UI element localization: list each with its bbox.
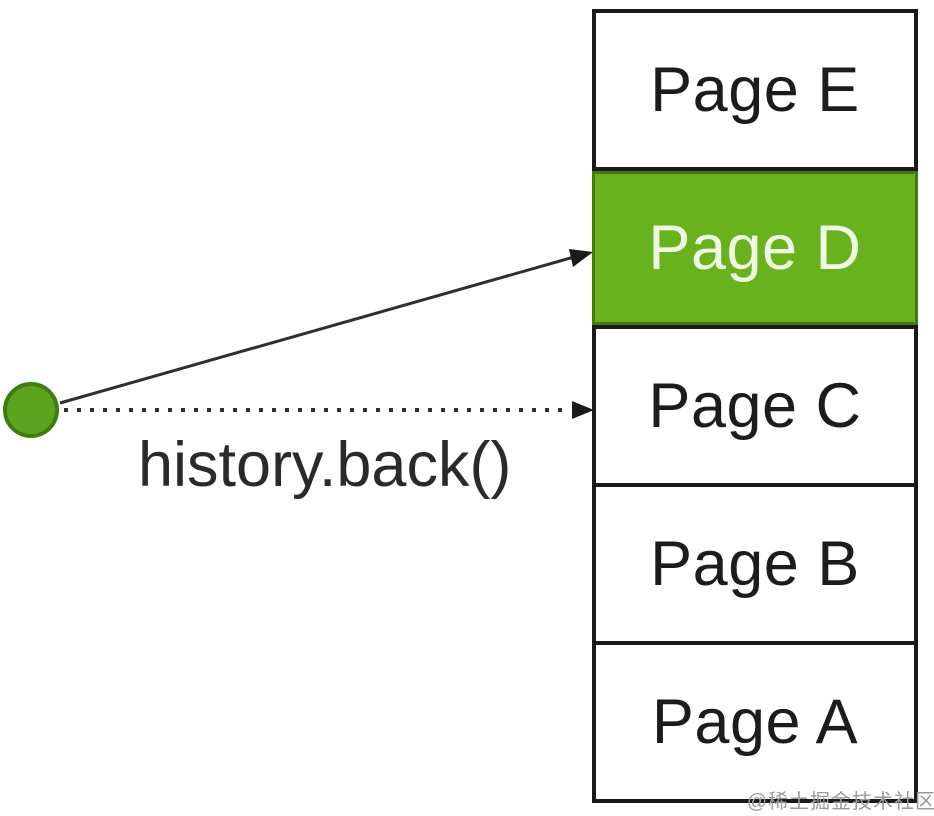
- stack-cell-page-e: Page E: [596, 13, 914, 167]
- watermark: @稀土掘金技术社区: [746, 791, 934, 813]
- page-label: Page E: [650, 54, 860, 125]
- page-label: Page D: [648, 212, 862, 283]
- current-position-dot-icon: [3, 382, 59, 438]
- history-back-label: history.back(): [138, 430, 512, 500]
- page-label: Page A: [651, 686, 859, 757]
- stack-cell-page-d-current: Page D: [592, 167, 918, 325]
- back-target-arrowhead-icon: [572, 401, 594, 419]
- browser-history-stack: Page E Page D Page C Page B Page A: [592, 9, 918, 803]
- current-page-arrowhead-icon: [569, 249, 593, 267]
- stack-cell-page-c: Page C: [596, 325, 914, 483]
- stack-cell-page-b: Page B: [596, 483, 914, 641]
- page-label: Page C: [648, 370, 862, 441]
- page-label: Page B: [650, 528, 860, 599]
- current-page-arrow-line: [59, 255, 575, 405]
- stack-cell-page-a: Page A: [596, 641, 914, 799]
